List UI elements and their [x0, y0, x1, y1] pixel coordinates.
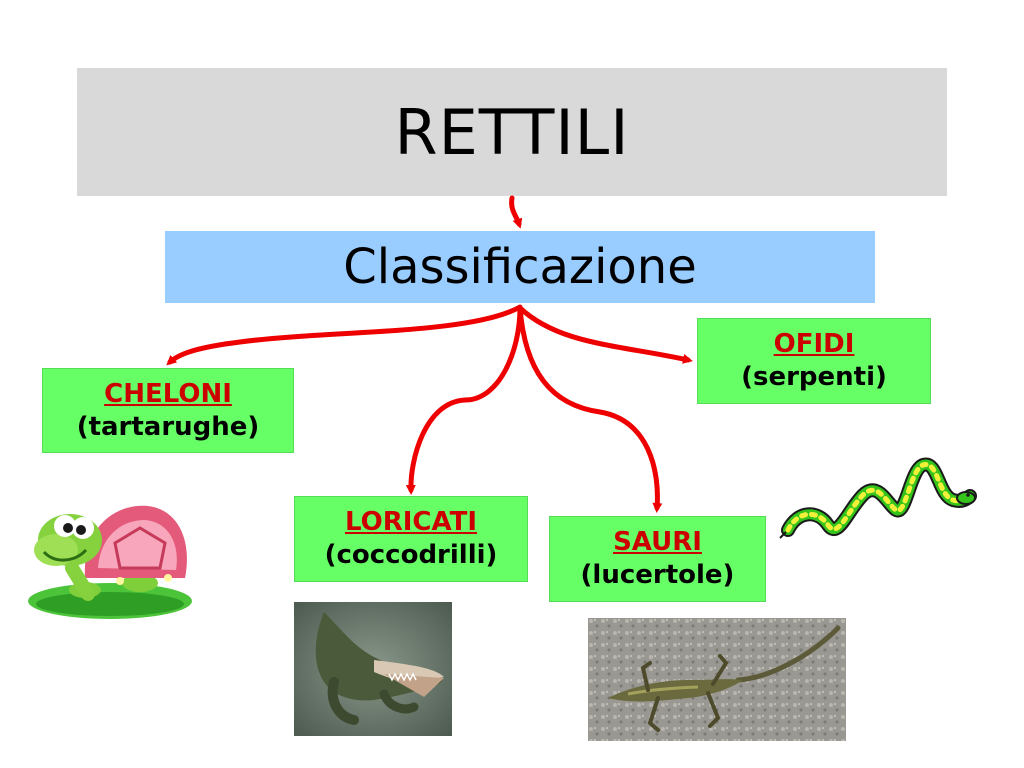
category-name: SAURI	[613, 527, 702, 557]
snake-image	[779, 457, 977, 539]
category-desc: (lucertole)	[580, 560, 735, 590]
classification-box: Classificazione	[165, 231, 875, 303]
category-name: CHELONI	[104, 378, 232, 409]
category-name: LORICATI	[344, 507, 478, 537]
arrow-to-ofidi	[517, 305, 693, 364]
diagram-title: RETTILI	[394, 95, 630, 169]
category-desc: (serpenti)	[741, 362, 887, 392]
category-sauri: SAURI (lucertole)	[549, 516, 766, 602]
arrow-to-sauri	[517, 305, 663, 513]
crocodile-image	[294, 602, 452, 736]
category-desc: (tartarughe)	[76, 411, 260, 442]
category-loricati: LORICATI (coccodrilli)	[294, 496, 528, 582]
arrow-to-loricati	[405, 305, 523, 495]
classification-label: Classificazione	[343, 239, 697, 295]
category-desc: (coccodrilli)	[324, 540, 498, 570]
arrow-to-cheloni	[166, 304, 523, 366]
lizard-image	[588, 618, 846, 741]
turtle-image	[28, 505, 192, 619]
arrow-title-to-classification	[509, 195, 523, 229]
category-name: OFIDI	[773, 329, 855, 359]
category-ofidi: OFIDI (serpenti)	[697, 318, 931, 404]
title-box: RETTILI	[77, 68, 947, 196]
category-cheloni: CHELONI (tartarughe)	[42, 368, 294, 453]
